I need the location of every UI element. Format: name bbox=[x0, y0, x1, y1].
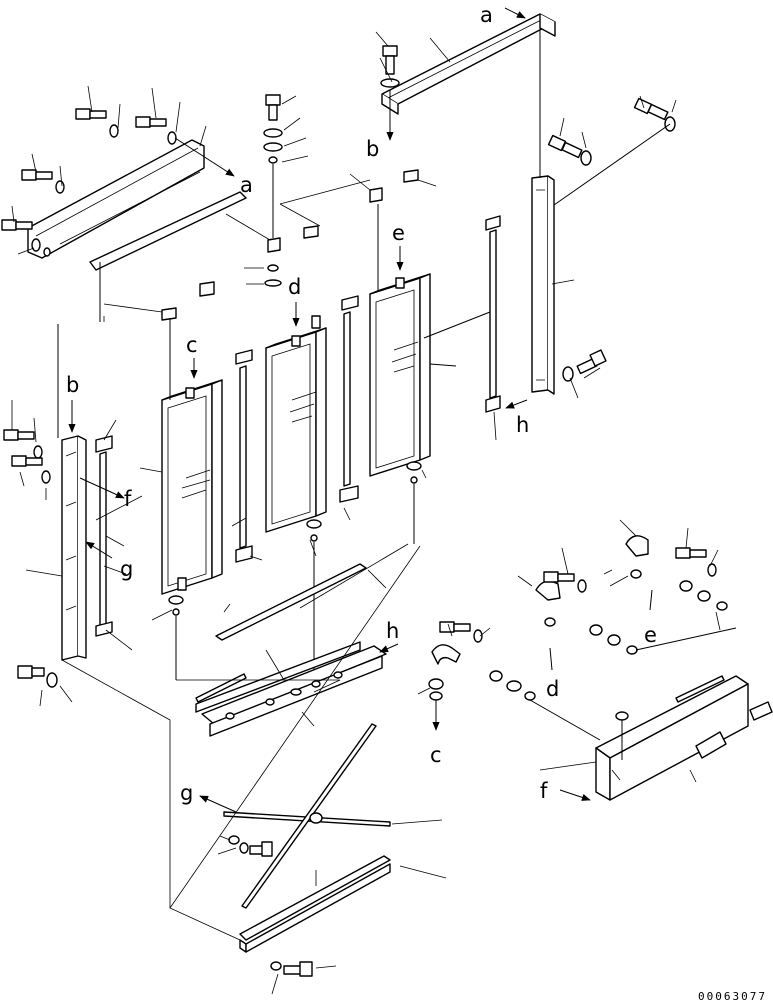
callout-b-top: b bbox=[366, 137, 379, 161]
arrow-g-left bbox=[85, 541, 113, 559]
bottom-angle-rail bbox=[239, 855, 391, 953]
leader-e-hose bbox=[649, 589, 653, 611]
hose-elbow-d bbox=[535, 535, 649, 601]
cross-brace bbox=[223, 723, 391, 909]
bolt-top-left-4 bbox=[1, 219, 51, 257]
callout-e-hose: e bbox=[644, 623, 657, 647]
callout-c-hose: c bbox=[430, 743, 442, 767]
bolt-left-1 bbox=[3, 429, 43, 459]
radiator-core-c bbox=[161, 379, 223, 595]
bolt-top-left-1 bbox=[75, 108, 119, 138]
leader-d-hose bbox=[549, 647, 553, 671]
mount-bracket-3 bbox=[161, 281, 215, 321]
arrow-a-top bbox=[504, 7, 526, 19]
callout-b-left: b bbox=[66, 373, 79, 397]
bolt-right-lower bbox=[562, 349, 607, 382]
bolt-left-2 bbox=[11, 455, 51, 484]
mount-bracket-2 bbox=[369, 169, 419, 203]
lower-tank bbox=[595, 675, 773, 801]
leader-strip-right bbox=[423, 311, 491, 339]
bolt-right-top bbox=[633, 97, 676, 132]
bolt-bottom bbox=[270, 961, 313, 977]
leader-tank-strip bbox=[539, 761, 597, 771]
washer-center bbox=[264, 279, 282, 287]
callout-a-left: a bbox=[240, 173, 253, 197]
radiator-core-d bbox=[265, 315, 327, 533]
mount-bracket-1 bbox=[267, 225, 319, 253]
bolt-left-bottom bbox=[17, 665, 58, 688]
bolt-tank-2 bbox=[543, 571, 587, 593]
lower-seal-short bbox=[195, 673, 247, 703]
seal-strips bbox=[95, 215, 501, 637]
radiator-core-e bbox=[369, 273, 431, 477]
arrow-f-tank bbox=[559, 789, 591, 801]
tank-strip bbox=[675, 675, 725, 703]
arrow-f-left bbox=[79, 477, 125, 499]
top-right-channel-bracket bbox=[381, 13, 556, 115]
bolt-tank-3 bbox=[675, 547, 717, 577]
nuts-under-cores bbox=[168, 461, 422, 616]
nut-center bbox=[267, 264, 279, 272]
arrow-g-lower bbox=[199, 795, 237, 813]
part-leaders bbox=[11, 31, 721, 995]
callout-g-left: g bbox=[120, 557, 133, 581]
callout-f-left: f bbox=[124, 487, 132, 511]
arrow-h-right bbox=[505, 399, 528, 409]
top-left-channel-bracket bbox=[27, 139, 247, 271]
lower-base-plate bbox=[195, 641, 387, 737]
hose-clamps bbox=[489, 569, 728, 701]
callout-e-core: e bbox=[392, 221, 405, 245]
bolt-tank-1 bbox=[439, 621, 483, 643]
leader-hose-tank bbox=[529, 699, 601, 741]
leader-tank-hose bbox=[635, 627, 737, 651]
bolt-top-center bbox=[380, 45, 400, 88]
bolt-top-left-3 bbox=[21, 169, 65, 194]
bolt-cross-brace bbox=[228, 835, 273, 857]
bolt-center-top bbox=[263, 94, 283, 164]
bolt-top-left-2 bbox=[135, 116, 177, 145]
callout-d-core: d bbox=[288, 275, 301, 299]
callout-h-lower: h bbox=[386, 619, 399, 643]
leader-core-e-label bbox=[429, 363, 457, 367]
hose-c bbox=[428, 644, 461, 701]
arrow-h-lower bbox=[379, 643, 399, 653]
lower-seal-strip bbox=[215, 563, 367, 641]
callout-f-tank: f bbox=[540, 779, 548, 803]
callout-g-lower: g bbox=[180, 781, 193, 805]
callout-d-hose: d bbox=[546, 677, 559, 701]
leader-bolt-post bbox=[553, 123, 671, 206]
right-vertical-post bbox=[531, 175, 555, 395]
callout-a-top: a bbox=[480, 3, 493, 27]
left-vertical-post bbox=[61, 435, 87, 661]
bolt-right-upper bbox=[547, 134, 592, 166]
arrow-a-left bbox=[174, 137, 235, 177]
callout-c-core: c bbox=[186, 333, 198, 357]
callout-h-right: h bbox=[516, 413, 529, 437]
drawing-code: 00063077 bbox=[698, 990, 767, 1003]
